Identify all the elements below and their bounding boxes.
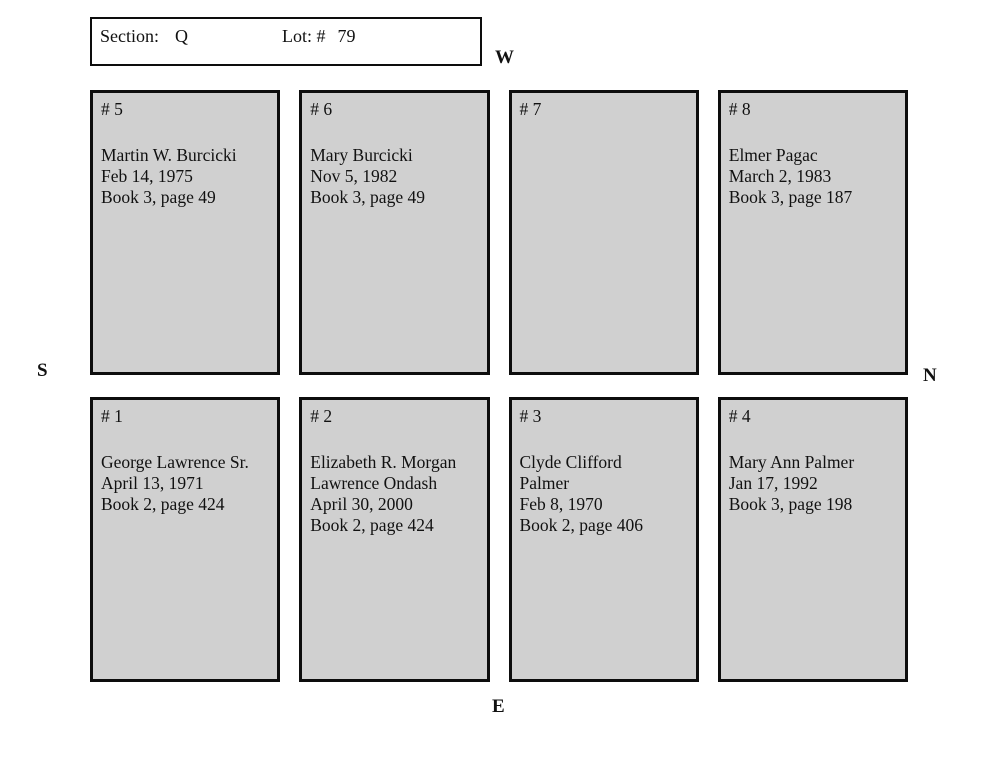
plot-detail-line: April 30, 2000 [310, 494, 413, 514]
compass-west-label: W [495, 47, 514, 68]
plot-detail-line: Elmer Pagac [728, 145, 818, 165]
plot-detail-line: Elizabeth R. Morgan [310, 452, 457, 472]
plot-detail-line: Book 3, page 198 [728, 494, 853, 514]
plot-detail-line: Jan 17, 1992 [728, 473, 818, 493]
lot-value: 79 [337, 26, 356, 46]
plot-detail-line: Feb 8, 1970 [519, 494, 603, 514]
plot-number: # 7 [519, 99, 542, 119]
plot-detail-line: Mary Ann Palmer [728, 452, 855, 472]
plot-detail-line: Book 3, page 187 [728, 187, 853, 207]
section-label: Section: [100, 26, 159, 46]
plot-number: # 1 [101, 406, 123, 426]
plot-detail-line: Book 3, page 49 [310, 187, 425, 207]
plot-detail-line: Book 3, page 49 [101, 187, 216, 207]
plot-number: # 2 [310, 406, 333, 426]
plot-detail-line: Mary Burcicki [310, 145, 413, 165]
lot-label: Lot: # [282, 26, 326, 46]
plot-detail-line: Book 2, page 406 [519, 515, 643, 535]
compass-north-label: N [923, 365, 937, 386]
plot-number: # 3 [519, 406, 542, 426]
plot-box: # 7 [508, 90, 699, 375]
plot-detail-line: Martin W. Burcicki [101, 145, 237, 165]
plot-detail-line: March 2, 1983 [728, 166, 832, 186]
plot-detail-line: Book 2, page 424 [101, 494, 225, 514]
plot-detail-line: Palmer [519, 473, 570, 493]
plot-detail-line: Book 2, page 424 [310, 515, 434, 535]
plot-detail-line: Nov 5, 1982 [310, 166, 398, 186]
plot-number: # 5 [101, 99, 123, 119]
plot-number: # 8 [728, 99, 751, 119]
section-value: Q [175, 26, 188, 46]
plot-number: # 4 [728, 406, 751, 426]
plot-detail-line: April 13, 1971 [101, 473, 204, 493]
compass-south-label: S [37, 360, 48, 381]
plot-detail-line: Feb 14, 1975 [101, 166, 193, 186]
plot-number: # 6 [310, 99, 333, 119]
plot-detail-line: George Lawrence Sr. [101, 452, 249, 472]
plot-detail-line: Lawrence Ondash [310, 473, 438, 493]
compass-east-label: E [492, 696, 505, 717]
section-lot-header: Section: Q Lot: # 79 [90, 17, 482, 66]
plot-detail-line: Clyde Clifford [519, 452, 622, 472]
